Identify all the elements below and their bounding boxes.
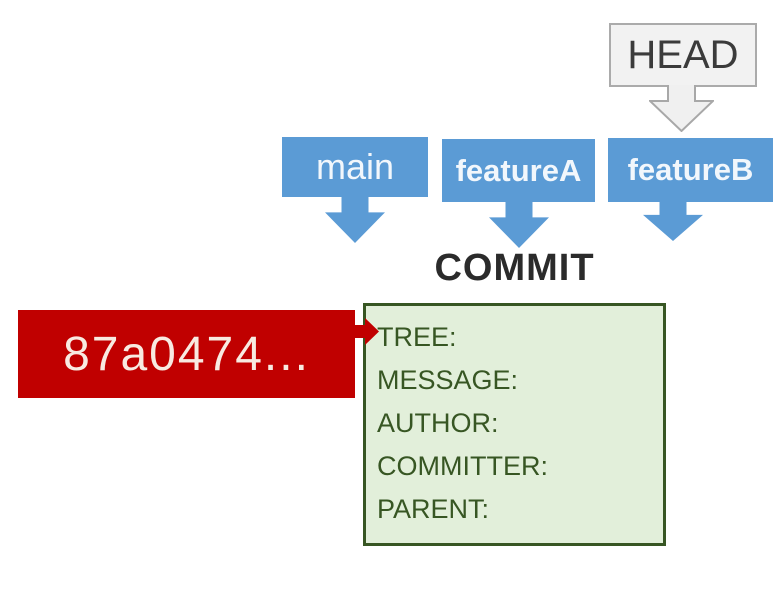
commit-object-box: TREE: MESSAGE: AUTHOR: COMMITTER: PARENT… — [363, 303, 666, 546]
branch-featureB-arrow-down-icon — [643, 201, 703, 241]
branch-featureB-label: featureB — [627, 152, 754, 187]
branch-tag-main: main — [282, 137, 428, 197]
commit-hash-box: 87a0474... — [18, 310, 355, 398]
head-arrow-down-icon — [649, 85, 714, 132]
commit-hash-label: 87a0474... — [63, 327, 310, 381]
commit-field-message: MESSAGE: — [377, 365, 519, 395]
head-ref-box: HEAD — [609, 23, 757, 87]
branch-main-arrow-down-icon — [325, 196, 385, 243]
branch-featureA-arrow-down-icon — [489, 201, 549, 248]
hash-arrow-right-icon — [355, 318, 379, 345]
commit-field-parent: PARENT: — [377, 494, 490, 524]
branch-main-label: main — [315, 146, 395, 187]
branch-tag-featureB: featureB — [608, 138, 773, 202]
commit-field-author: AUTHOR: — [377, 408, 499, 438]
commit-title: COMMIT — [434, 247, 595, 289]
commit-field-tree: TREE: — [377, 322, 457, 352]
branch-tag-featureA: featureA — [442, 139, 595, 202]
branch-featureA-label: featureA — [455, 152, 582, 188]
head-label: HEAD — [627, 32, 739, 77]
commit-field-committer: COMMITTER: — [377, 451, 548, 481]
